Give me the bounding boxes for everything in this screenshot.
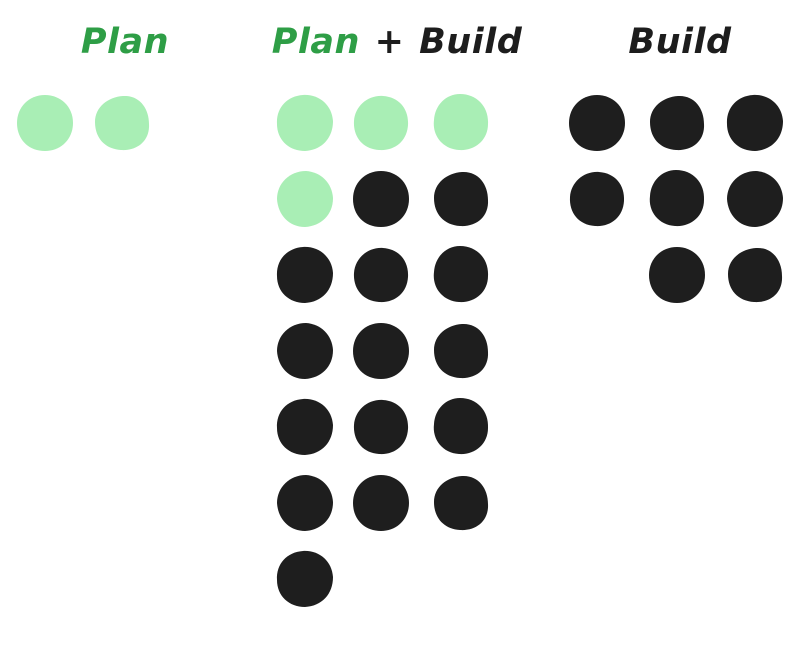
blob-icon <box>649 247 705 303</box>
dot-plan-green <box>276 170 334 228</box>
blob-icon <box>728 247 783 303</box>
blob-icon <box>276 94 333 151</box>
blob-icon <box>353 475 409 531</box>
title-segment-plan: Plan <box>80 22 170 62</box>
blob-icon <box>353 247 409 303</box>
dot-build-dark <box>432 170 490 228</box>
blob-icon <box>727 171 783 227</box>
dot-build-dark <box>352 474 410 532</box>
blob-icon <box>353 171 409 227</box>
dot-build-dark <box>432 474 490 532</box>
title-segment-build: Build <box>419 22 523 62</box>
column-title-plan: Plan <box>0 20 318 64</box>
dot-build-dark <box>432 398 490 456</box>
column-title-build: Build <box>556 20 804 64</box>
dot-build-dark <box>352 322 410 380</box>
dot-plan-green <box>16 94 74 152</box>
blob-icon <box>276 246 333 303</box>
dot-build-dark <box>352 246 410 304</box>
title-segment-plus: + <box>374 22 405 62</box>
blob-icon <box>434 475 489 531</box>
dot-row <box>556 170 804 246</box>
blob-icon <box>276 398 333 455</box>
dot-plan-green <box>276 94 334 152</box>
dot-build-dark <box>432 322 490 380</box>
dot-build-dark <box>276 550 334 608</box>
dot-row <box>262 398 532 474</box>
dot-build-dark <box>648 94 706 152</box>
dot-plan-green <box>432 94 490 152</box>
blob-icon <box>353 323 409 379</box>
column-title-plan-build: Plan + Build <box>262 20 540 64</box>
blob-icon <box>17 95 73 151</box>
dot-build-dark <box>568 94 626 152</box>
dot-build-dark <box>276 322 334 380</box>
title-segment-plan: Plan <box>271 22 360 62</box>
dot-row <box>262 170 532 246</box>
dot-row <box>262 246 532 322</box>
dot-row <box>262 550 532 626</box>
blob-icon <box>434 171 489 227</box>
blob-icon <box>726 94 783 151</box>
blob-icon <box>353 399 409 455</box>
dot-build-dark <box>276 246 334 304</box>
dot-build-dark <box>352 170 410 228</box>
blob-icon <box>353 95 409 151</box>
dot-plan-green <box>93 94 151 152</box>
blob-icon <box>433 398 489 455</box>
dot-build-dark <box>352 398 410 456</box>
dot-build-dark <box>648 246 706 304</box>
blob-icon <box>569 95 625 151</box>
dot-row <box>262 94 532 170</box>
dot-build-dark <box>276 474 334 532</box>
blob-icon <box>569 171 625 227</box>
blob-icon <box>95 95 150 151</box>
dot-grid-build <box>556 94 804 322</box>
blob-icon <box>434 323 489 379</box>
dot-plan-green <box>352 94 410 152</box>
blob-icon <box>276 550 333 607</box>
dot-grid-plan-build <box>262 94 532 626</box>
blob-icon <box>650 95 705 151</box>
dot-build-dark <box>276 398 334 456</box>
dot-row <box>262 322 532 398</box>
blob-icon <box>433 246 489 303</box>
dot-grid-plan <box>0 94 250 170</box>
dot-build-dark <box>726 246 784 304</box>
dot-build-dark <box>568 170 626 228</box>
dot-build-dark <box>726 94 784 152</box>
blob-icon <box>649 170 705 227</box>
blob-icon <box>433 94 489 151</box>
blob-icon <box>277 323 333 379</box>
dot-build-dark <box>726 170 784 228</box>
title-segment-build: Build <box>628 22 732 62</box>
blob-icon <box>277 171 333 227</box>
dot-row <box>556 94 804 170</box>
dot-build-dark <box>432 246 490 304</box>
dot-row <box>0 94 250 170</box>
dot-row <box>556 246 804 322</box>
dot-row <box>262 474 532 550</box>
dot-build-dark <box>648 170 706 228</box>
blob-icon <box>277 475 333 531</box>
